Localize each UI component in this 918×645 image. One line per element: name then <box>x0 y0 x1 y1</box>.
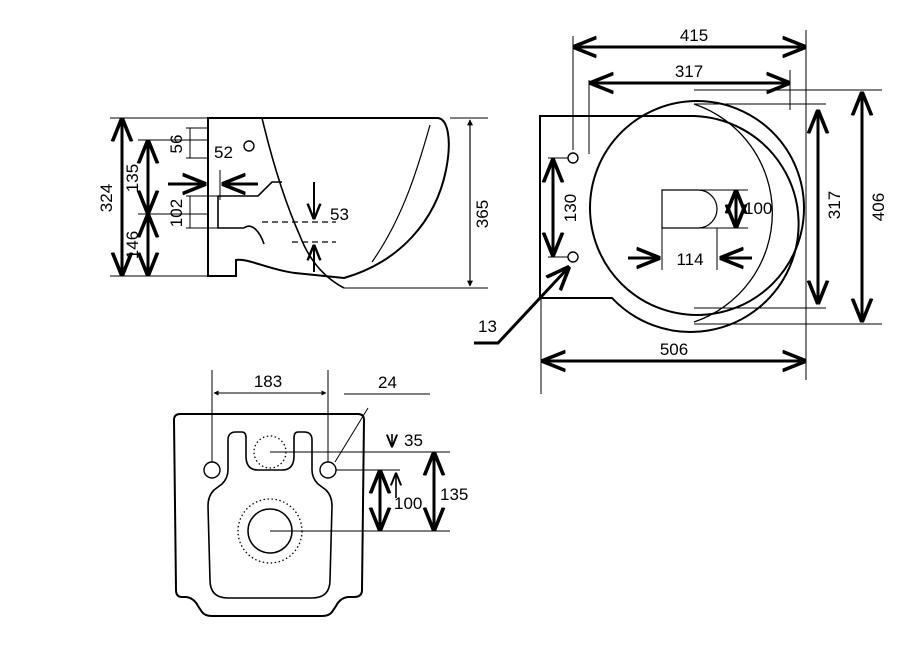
dim-102-label: 102 <box>167 199 186 227</box>
dim-100-label: 100 <box>744 199 772 218</box>
rear-view-outline <box>172 413 366 617</box>
dim-365-label: 365 <box>473 200 492 228</box>
drain-outline <box>661 189 718 229</box>
dim-135-label: 135 <box>123 164 142 192</box>
top-view-rim-arc <box>693 103 773 323</box>
side-view-outlet <box>217 181 282 245</box>
top-view-labels: 415 317 317 406 130 100 114 506 13 <box>478 26 888 359</box>
side-view-rim-line <box>371 124 431 263</box>
dim-35-label: 35 <box>404 431 423 450</box>
dim-135-rear-label: 135 <box>440 485 468 504</box>
dim-415-label: 415 <box>680 26 708 45</box>
dim-317-v-label: 317 <box>825 191 844 219</box>
side-view <box>110 117 488 289</box>
dim-506-label: 506 <box>660 340 688 359</box>
dim-53-label: 53 <box>330 205 349 224</box>
fixing-hole-bottom <box>567 251 579 263</box>
dim-406-label: 406 <box>869 193 888 221</box>
dim-56-label: 56 <box>167 135 186 154</box>
top-view-inner-circle <box>589 100 805 316</box>
rear-view-labels: 183 24 35 100 135 <box>254 372 469 513</box>
rear-view <box>172 370 450 617</box>
dim-324-label: 324 <box>97 184 116 212</box>
dim-183-label: 183 <box>254 372 282 391</box>
dim-130-label: 130 <box>561 194 580 222</box>
side-view-inner-line <box>261 117 345 289</box>
dim-317-h-label: 317 <box>675 62 703 81</box>
side-view-labels: 324 135 146 56 102 52 53 365 <box>97 135 492 260</box>
side-view-bowl-outline <box>207 117 450 280</box>
fixing-hole-left <box>203 461 221 479</box>
fixing-hole-top <box>567 152 579 164</box>
top-view-outline <box>539 115 800 333</box>
fixing-hole-right <box>319 461 337 479</box>
dim-24-label: 24 <box>378 373 397 392</box>
fixing-hole-side <box>243 140 255 152</box>
dim-13-leader <box>474 268 568 345</box>
rear-view-inner-outline <box>207 431 333 599</box>
dim-13-label: 13 <box>478 317 497 336</box>
dim-52-label: 52 <box>214 143 233 162</box>
dim-146-label: 146 <box>123 231 142 259</box>
dim-100-rear-label: 100 <box>394 494 422 513</box>
top-view <box>474 30 882 394</box>
dim-114-label: 114 <box>676 250 703 269</box>
